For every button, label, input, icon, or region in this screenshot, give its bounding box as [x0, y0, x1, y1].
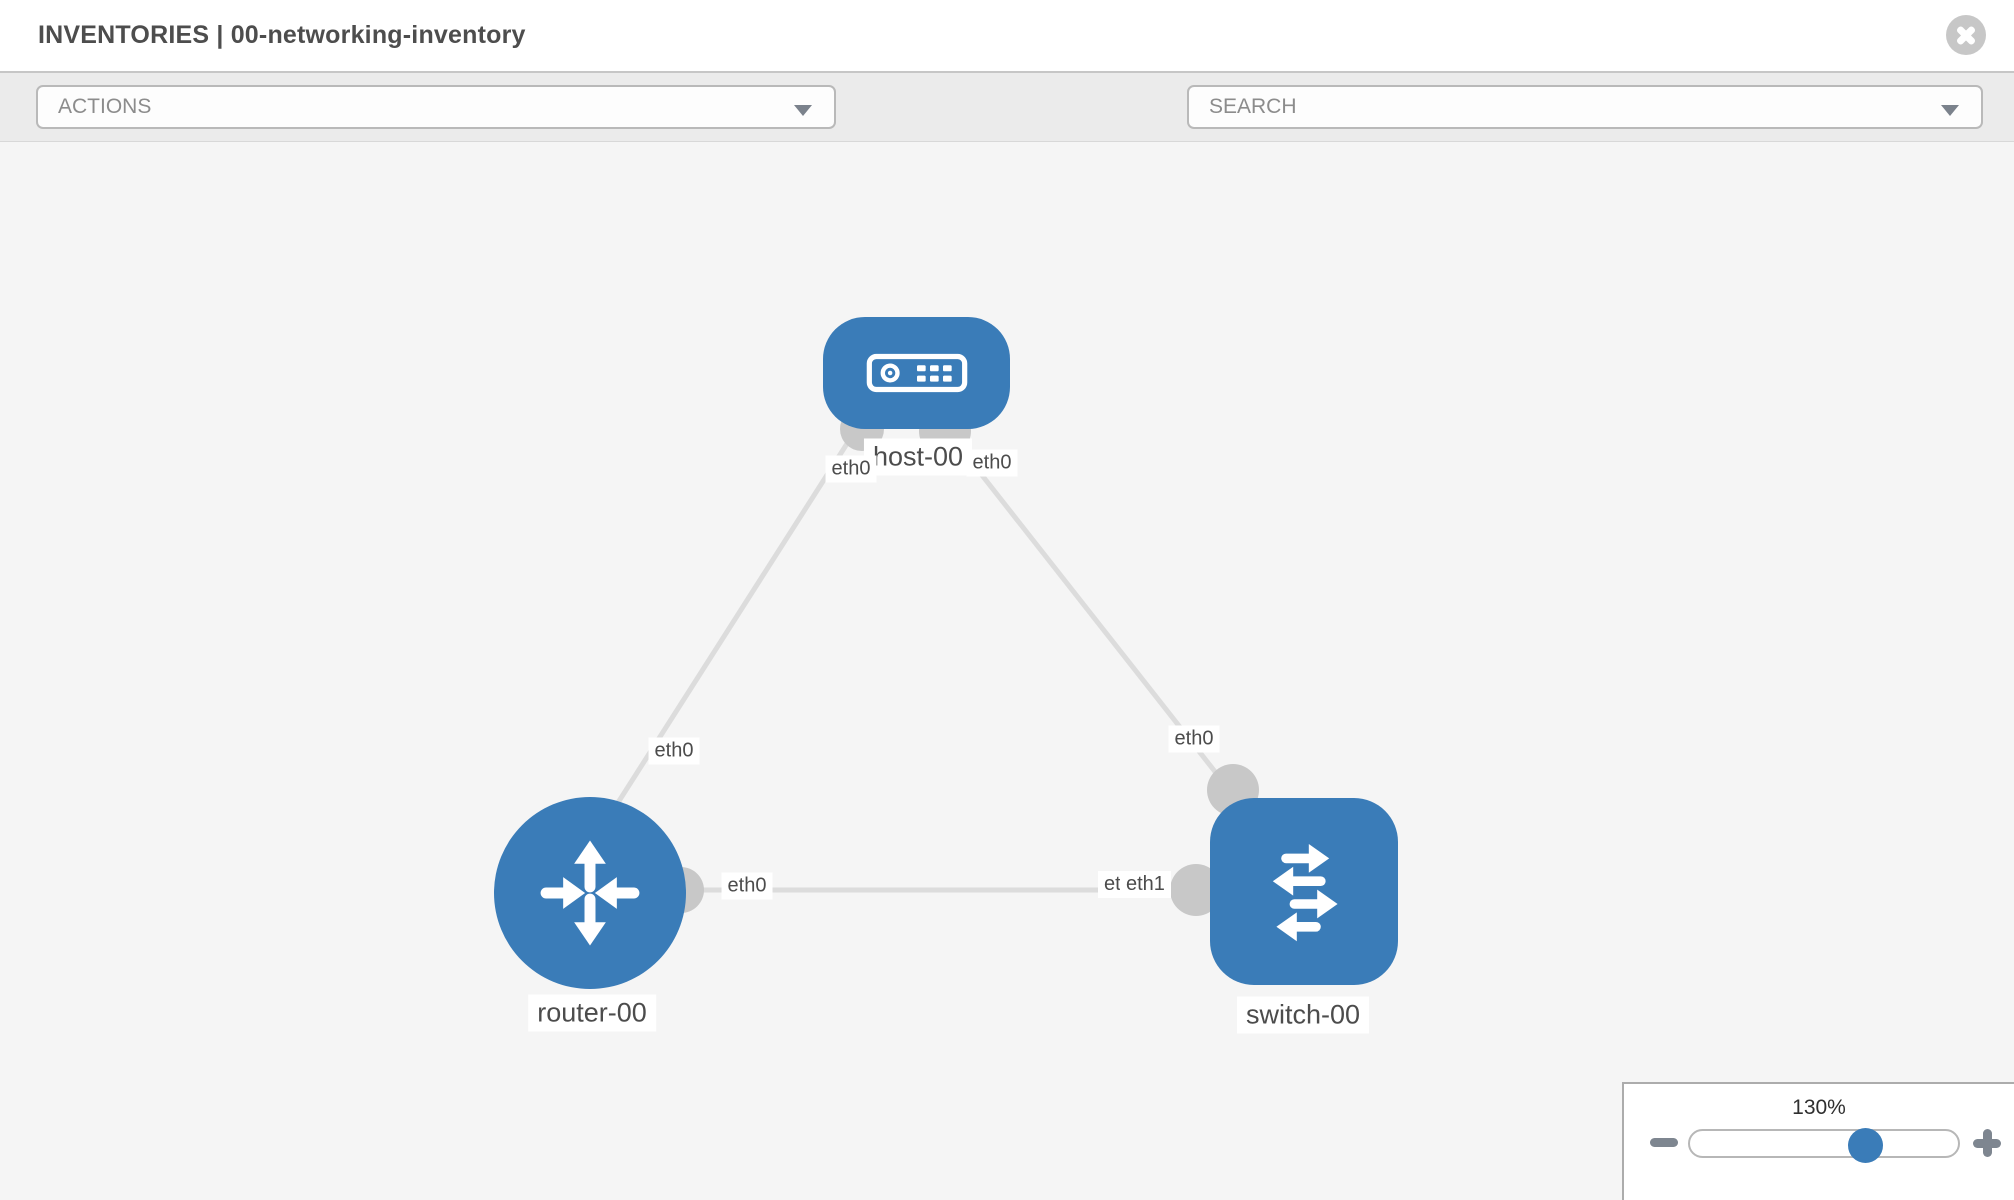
zoom-level-value: 130%: [1792, 1096, 1846, 1119]
router-icon: [540, 840, 640, 946]
host-icon: [866, 353, 967, 393]
actions-dropdown[interactable]: ACTIONS: [36, 85, 836, 129]
topology-links-layer: [609, 426, 1233, 893]
close-icon[interactable]: [1946, 15, 1986, 55]
node-label-router: router-00: [528, 994, 656, 1032]
node-host-00[interactable]: [823, 317, 1010, 429]
node-router-00[interactable]: [494, 797, 686, 989]
page-title: INVENTORIES | 00-networking-inventory: [38, 21, 526, 49]
node-label-switch: switch-00: [1236, 996, 1370, 1034]
chevron-down-icon: [794, 105, 812, 116]
zoom-slider-thumb[interactable]: [1848, 1128, 1883, 1163]
search-dropdown-label: SEARCH: [1209, 95, 1297, 118]
interface-label: eth0: [648, 737, 700, 765]
zoom-panel: 130%: [1622, 1082, 2014, 1200]
chevron-down-icon: [1941, 105, 1959, 116]
interface-label: eth1: [1120, 871, 1171, 898]
zoom-in-button[interactable]: [1972, 1128, 2002, 1158]
zoom-out-button[interactable]: [1650, 1138, 1678, 1147]
zoom-slider-track[interactable]: [1688, 1129, 1960, 1158]
topology-canvas[interactable]: host-00 router-00 switch-00 eth0 eth0 et…: [0, 142, 2014, 1200]
actions-dropdown-label: ACTIONS: [58, 95, 152, 118]
search-dropdown[interactable]: SEARCH: [1187, 85, 1983, 129]
header-bar: INVENTORIES | 00-networking-inventory: [0, 0, 2014, 71]
interface-label: eth0: [721, 872, 773, 900]
interface-label: eth0: [1168, 725, 1220, 753]
node-switch-00[interactable]: [1210, 798, 1398, 985]
interface-label: eth0: [966, 449, 1018, 477]
toolbar: ACTIONS SEARCH: [0, 71, 2014, 201]
switch-icon: [1272, 843, 1338, 941]
interface-label: eth0: [825, 455, 877, 483]
node-label-host: host-00: [863, 438, 973, 476]
